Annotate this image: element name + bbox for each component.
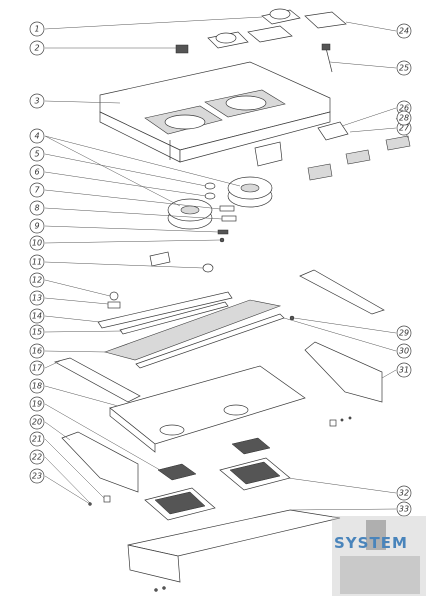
svg-text:20: 20	[32, 418, 42, 427]
svg-text:11: 11	[32, 258, 42, 267]
front-cover	[127, 509, 341, 592]
callout-1: 1	[29, 21, 45, 37]
svg-text:12: 12	[32, 276, 42, 285]
blower-fans	[167, 176, 273, 230]
side-rails	[289, 269, 385, 403]
bottom-tray	[54, 357, 306, 453]
svg-text:19: 19	[32, 400, 42, 409]
svg-text:29: 29	[399, 329, 409, 338]
svg-text:16: 16	[32, 347, 42, 356]
support-rod	[321, 43, 333, 73]
callout-30: 30	[396, 343, 412, 359]
callout-11: 11	[29, 254, 45, 270]
svg-text:7: 7	[34, 186, 40, 195]
svg-text:21: 21	[32, 435, 42, 444]
svg-text:24: 24	[399, 27, 409, 36]
small-components	[149, 182, 237, 273]
callout-2: 2	[29, 40, 45, 56]
callout-33: 33	[396, 501, 412, 517]
svg-text:5: 5	[34, 150, 39, 159]
svg-text:28: 28	[399, 114, 409, 123]
callout-6: 6	[29, 164, 45, 180]
callout-4: 4	[29, 128, 45, 144]
callout-32: 32	[396, 485, 412, 501]
callout-layer: 1 2 3 4 5 6 7 8 9 10 11 12 13 14 15 16 1…	[29, 21, 412, 517]
svg-text:1: 1	[34, 25, 39, 34]
callout-31: 31	[396, 362, 412, 378]
svg-text:6: 6	[34, 168, 39, 177]
callout-5: 5	[29, 146, 45, 162]
svg-text:23: 23	[32, 472, 42, 481]
leader-lines	[44, 16, 409, 511]
svg-text:25: 25	[399, 64, 409, 73]
svg-text:17: 17	[32, 364, 43, 373]
exhaust-collars	[207, 8, 301, 49]
callout-7: 7	[29, 182, 45, 198]
grease-filters	[144, 437, 291, 521]
light-assembly	[97, 291, 285, 369]
svg-text:14: 14	[32, 312, 42, 321]
switch-panels	[254, 121, 411, 181]
svg-text:30: 30	[399, 347, 409, 356]
callout-14: 14	[29, 308, 45, 324]
callout-23: 23	[29, 468, 45, 484]
svg-text:3: 3	[34, 97, 39, 106]
svg-text:2: 2	[34, 44, 39, 53]
callout-15: 15	[29, 324, 45, 340]
callout-29: 29	[396, 325, 412, 341]
callout-19: 19	[29, 396, 45, 412]
callout-25: 25	[396, 60, 412, 76]
watermark-logo: SYSTEM	[332, 516, 426, 596]
svg-text:13: 13	[32, 294, 42, 303]
svg-text:26: 26	[399, 104, 409, 113]
callout-16: 16	[29, 343, 45, 359]
callout-13: 13	[29, 290, 45, 306]
side-panel-left	[61, 431, 139, 493]
callout-12: 12	[29, 272, 45, 288]
callout-3: 3	[29, 93, 45, 109]
svg-text:4: 4	[34, 132, 39, 141]
svg-text:8: 8	[34, 204, 39, 213]
svg-text:10: 10	[32, 239, 42, 248]
svg-text:27: 27	[399, 124, 410, 133]
callout-8: 8	[29, 200, 45, 216]
callout-18: 18	[29, 378, 45, 394]
callout-28: 28	[396, 110, 412, 126]
callout-22: 22	[29, 449, 45, 465]
logo-text: SYSTEM	[334, 534, 408, 552]
svg-text:31: 31	[399, 366, 409, 375]
callout-24: 24	[396, 23, 412, 39]
svg-text:15: 15	[32, 328, 42, 337]
svg-text:32: 32	[399, 489, 409, 498]
hood-body	[99, 61, 331, 163]
svg-text:18: 18	[32, 382, 42, 391]
svg-text:22: 22	[32, 453, 42, 462]
callout-10: 10	[29, 235, 45, 251]
callout-20: 20	[29, 414, 45, 430]
bracket-plate	[175, 44, 189, 54]
svg-text:9: 9	[34, 222, 39, 231]
callout-21: 21	[29, 431, 45, 447]
screws	[88, 416, 352, 506]
svg-text:33: 33	[399, 505, 409, 514]
callout-17: 17	[29, 360, 45, 376]
callout-9: 9	[29, 218, 45, 234]
cover-plate	[304, 11, 347, 29]
